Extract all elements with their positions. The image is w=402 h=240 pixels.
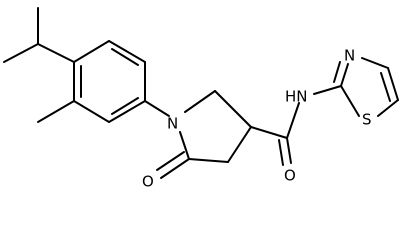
bond bbox=[144, 100, 170, 117]
bond bbox=[188, 158, 229, 163]
bond bbox=[184, 90, 216, 113]
bond-double bbox=[278, 139, 284, 166]
bond-double-inner bbox=[111, 97, 139, 115]
bond bbox=[313, 85, 342, 95]
bond bbox=[340, 85, 360, 117]
bond-double bbox=[156, 151, 185, 171]
bond-double bbox=[160, 158, 190, 179]
amide-oxygen-label: O bbox=[284, 167, 296, 185]
bond bbox=[377, 99, 399, 117]
bond-double bbox=[380, 72, 391, 102]
bond bbox=[37, 100, 75, 123]
bond bbox=[3, 43, 39, 63]
bond-double bbox=[387, 67, 399, 101]
bond bbox=[73, 100, 110, 123]
thiazole-sulfur-label: S bbox=[362, 111, 372, 129]
bond bbox=[361, 57, 389, 69]
bond-double-inner bbox=[111, 48, 139, 66]
bond bbox=[179, 131, 190, 160]
ring-carbonyl-oxygen-label: O bbox=[142, 173, 154, 191]
bond bbox=[108, 40, 146, 63]
molecule-structure: N O O HN N S bbox=[3, 7, 399, 191]
thiazole-nitrogen-label: N bbox=[344, 47, 355, 65]
bond-double bbox=[340, 63, 349, 87]
bond bbox=[108, 100, 146, 123]
bond bbox=[250, 126, 288, 139]
bond bbox=[286, 102, 300, 139]
bond bbox=[73, 40, 110, 63]
bond-double bbox=[286, 137, 292, 164]
bond bbox=[227, 126, 252, 163]
amide-nh-label: HN bbox=[285, 88, 308, 106]
structure-canvas: N O O HN N S bbox=[3, 7, 399, 191]
bond-double bbox=[333, 61, 341, 83]
bond bbox=[37, 43, 75, 63]
bond bbox=[214, 90, 252, 128]
ring-nitrogen-label: N bbox=[167, 115, 178, 133]
